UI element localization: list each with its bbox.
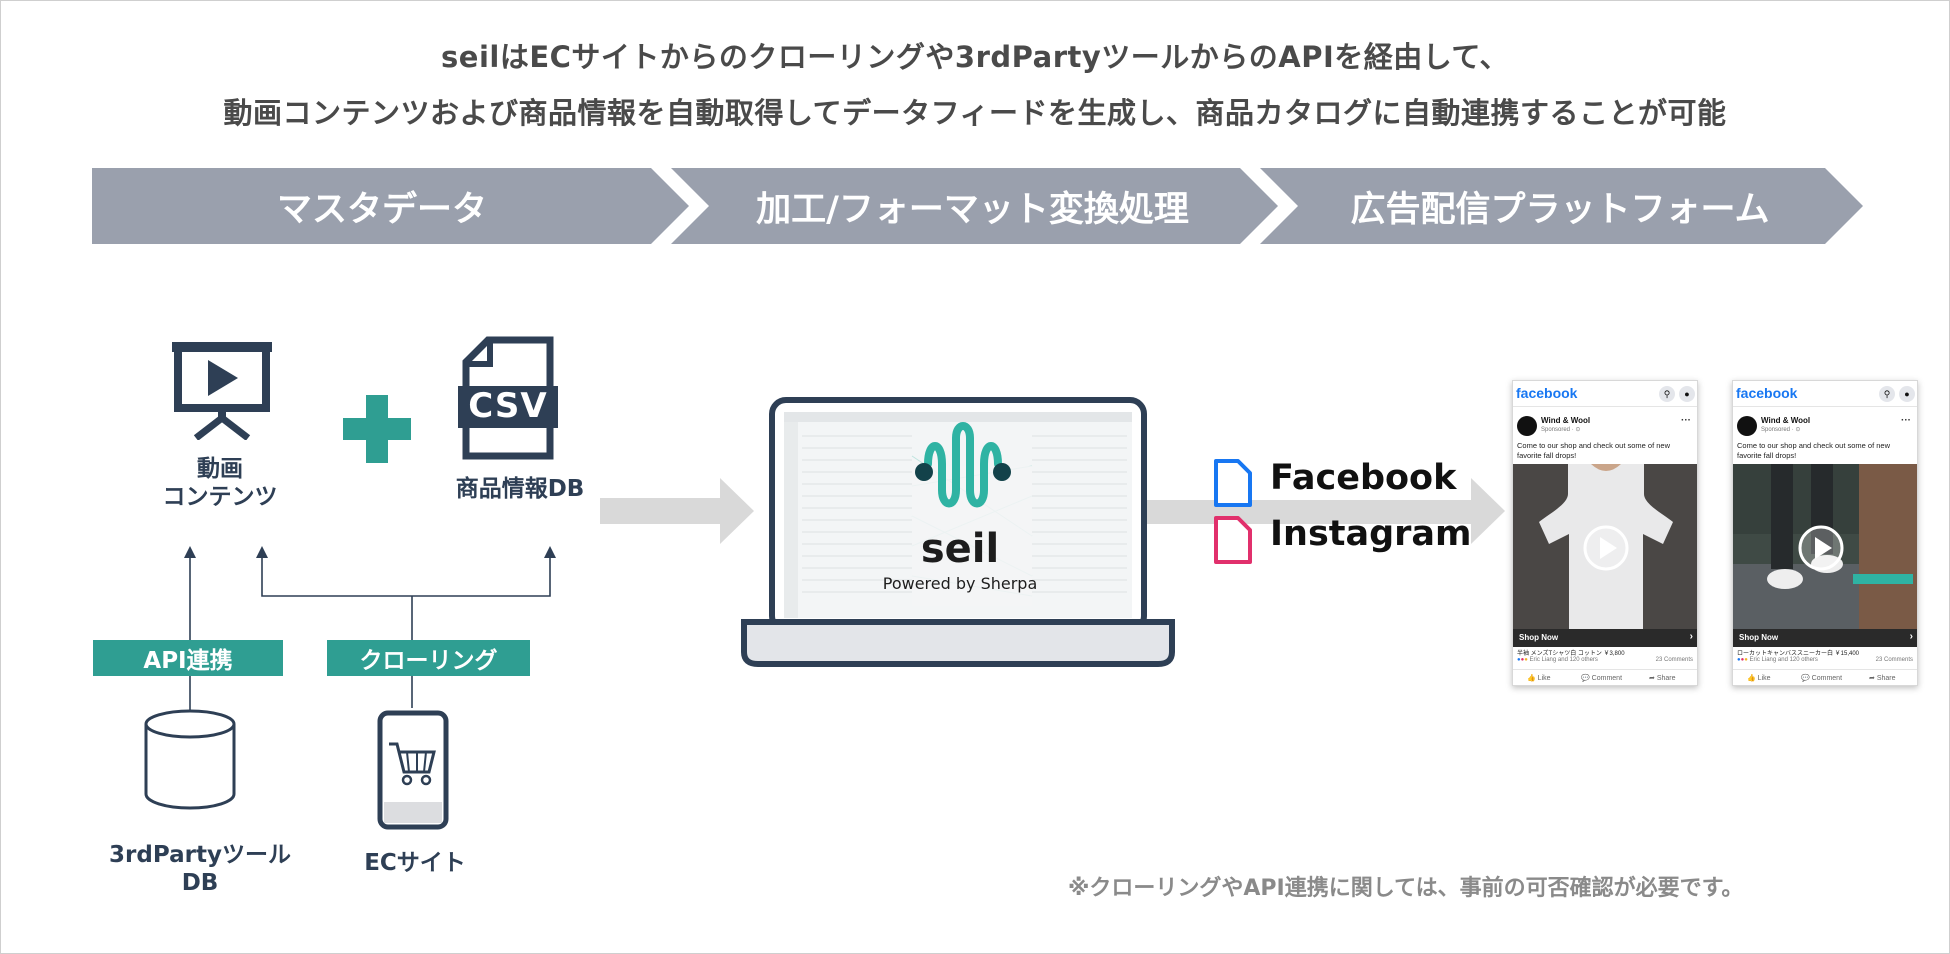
reaction-icons: ● xyxy=(1517,657,1521,663)
reactions-text: Eric Liang and 120 others xyxy=(1529,657,1598,663)
seil-powered-by: Powered by Sherpa xyxy=(882,574,1038,593)
thirdparty-db-label: 3rdPartyツール DB xyxy=(95,842,305,897)
chevron-shape-1 xyxy=(92,168,689,244)
csv-file-icon xyxy=(458,336,558,460)
headline-line-2: 動画コンテンツおよび商品情報を自動取得してデータフィードを生成し、商品カタログに… xyxy=(223,96,1727,130)
sponsored-label: Sponsored · ⊙ xyxy=(1761,427,1801,433)
chevron-shape-2 xyxy=(671,168,1278,244)
thirdparty-label-line-1: 3rdPartyツール xyxy=(109,842,291,868)
share-label: Share xyxy=(1876,675,1896,682)
csv-text: CSV xyxy=(468,386,548,426)
plus-icon xyxy=(343,395,411,463)
shop-now-button[interactable]: Shop Now › xyxy=(1733,629,1917,647)
sneakers-photo[interactable] xyxy=(1733,464,1918,629)
more-options-icon[interactable]: ··· xyxy=(1901,415,1911,426)
seil-wordmark: seil xyxy=(920,526,1000,572)
reaction-icons-3: ● xyxy=(1744,657,1748,663)
page-avatar[interactable] xyxy=(1737,416,1757,436)
share-label: Share xyxy=(1656,675,1676,682)
instagram-file-icon xyxy=(1214,516,1252,564)
headline-line-1: seilはECサイトからのクローリングや3rdPartyツールからのAPIを経由… xyxy=(441,40,1509,74)
reactions-summary: ●●● Eric Liang and 120 others xyxy=(1517,657,1598,663)
comments-count[interactable]: 23 Comments xyxy=(1875,657,1913,663)
platform-facebook: Facebook xyxy=(1270,458,1457,498)
platform-instagram: Instagram xyxy=(1270,514,1472,554)
database-icon xyxy=(144,709,236,810)
share-button[interactable]: ➦ Share xyxy=(1649,675,1676,682)
seil-logo-icon xyxy=(915,422,1011,508)
like-button[interactable]: 👍 Like xyxy=(1527,675,1551,682)
divider xyxy=(1513,669,1697,670)
divider xyxy=(1733,669,1917,670)
page-name[interactable]: Wind & Wool xyxy=(1541,416,1591,425)
fb-messenger-icon[interactable]: ● xyxy=(1899,386,1915,402)
step-processing: 加工/フォーマット変換処理 xyxy=(756,189,1189,230)
video-label-line-2: コンテンツ xyxy=(162,483,278,510)
comment-button[interactable]: 💬 Comment xyxy=(1581,675,1623,682)
smartphone-cart-icon xyxy=(377,710,449,830)
reaction-icons-2: ● xyxy=(1740,657,1745,663)
step-ad-platform: 広告配信プラットフォーム xyxy=(1350,189,1770,230)
comments-count[interactable]: 23 Comments xyxy=(1655,657,1693,663)
chevron-shape-3 xyxy=(1260,168,1863,244)
tshirt-photo[interactable] xyxy=(1513,464,1698,629)
fb-logo: facebook xyxy=(1516,385,1578,401)
arrow-to-platforms xyxy=(1145,478,1505,544)
reaction-icons: ● xyxy=(1737,657,1741,663)
more-options-icon[interactable]: ··· xyxy=(1681,415,1691,426)
reaction-icons-2: ● xyxy=(1520,657,1525,663)
page-avatar[interactable] xyxy=(1517,416,1537,436)
fb-ad-card: facebook ⚲ ● Wind & Wool Sponsored · ⊙ ·… xyxy=(1512,380,1698,686)
video-content-label: 動画 コンテンツ xyxy=(140,456,300,511)
ec-site-label: ECサイト xyxy=(364,850,466,876)
chevron-right-icon: › xyxy=(1909,631,1913,642)
post-text: Come to our shop and check out some of n… xyxy=(1737,441,1891,461)
crawling-tag: クローリング xyxy=(327,640,530,676)
step-master-data: マスタデータ xyxy=(276,189,487,230)
product-caption: 半袖 メンズTシャツ白 コットン ￥3,800 xyxy=(1517,651,1625,657)
fb-ad-card: facebook ⚲ ● Wind & Wool Sponsored · ⊙ ·… xyxy=(1732,380,1918,686)
fb-logo: facebook xyxy=(1736,385,1798,401)
reactions-summary: ●●● Eric Liang and 120 others xyxy=(1737,657,1818,663)
like-label: Like xyxy=(1537,675,1551,682)
laptop-illustration xyxy=(741,397,1175,667)
reactions-text: Eric Liang and 120 others xyxy=(1749,657,1818,663)
arrow-to-seil xyxy=(600,478,754,544)
thirdparty-label-line-2: DB xyxy=(181,869,219,896)
comment-button[interactable]: 💬 Comment xyxy=(1801,675,1843,682)
sponsored-label: Sponsored · ⊙ xyxy=(1541,427,1581,433)
shop-now-button[interactable]: Shop Now › xyxy=(1513,629,1697,647)
process-chevrons xyxy=(92,168,1863,244)
fb-search-icon[interactable]: ⚲ xyxy=(1659,386,1675,402)
shop-now-label: Shop Now xyxy=(1739,633,1779,642)
comment-label: Comment xyxy=(1811,675,1843,682)
product-db-label: 商品情報DB xyxy=(455,476,585,502)
page-name[interactable]: Wind & Wool xyxy=(1761,416,1811,425)
fb-header: facebook ⚲ ● xyxy=(1513,381,1697,407)
reaction-icons-3: ● xyxy=(1524,657,1528,663)
share-button[interactable]: ➦ Share xyxy=(1869,675,1896,682)
comment-label: Comment xyxy=(1591,675,1623,682)
fb-header: facebook ⚲ ● xyxy=(1733,381,1917,407)
post-text: Come to our shop and check out some of n… xyxy=(1517,441,1671,461)
api-integration-tag: API連携 xyxy=(93,640,283,676)
chevron-right-icon: › xyxy=(1689,631,1693,642)
fb-messenger-icon[interactable]: ● xyxy=(1679,386,1695,402)
product-caption: ローカットキャンバススニーカー白 ￥15,400 xyxy=(1737,651,1860,657)
video-presentation-icon xyxy=(172,342,272,440)
shop-now-label: Shop Now xyxy=(1519,633,1559,642)
like-label: Like xyxy=(1757,675,1771,682)
footnote: ※クローリングやAPI連携に関しては、事前の可否確認が必要です。 xyxy=(1068,876,1744,901)
fb-search-icon[interactable]: ⚲ xyxy=(1879,386,1895,402)
facebook-file-icon xyxy=(1214,459,1252,507)
video-label-line-1: 動画 xyxy=(197,456,243,482)
like-button[interactable]: 👍 Like xyxy=(1747,675,1771,682)
